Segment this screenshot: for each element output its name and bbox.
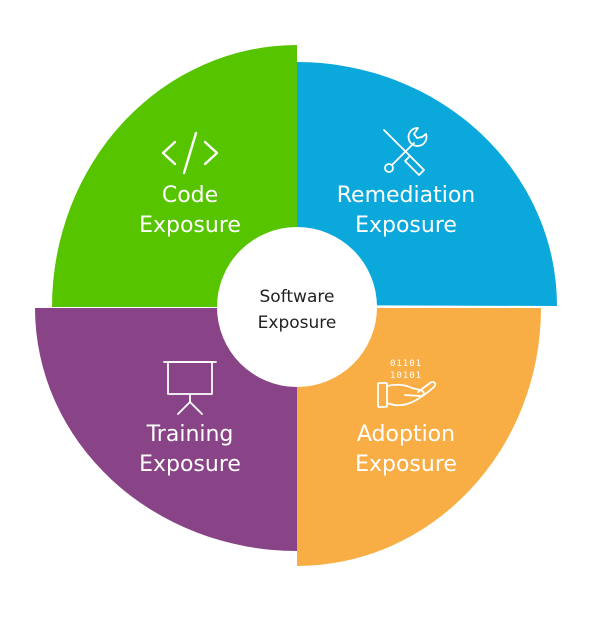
- quadrant-adoption: [297, 308, 541, 566]
- quadrant-training: [35, 308, 297, 551]
- remediation-label-line1: Remediation: [337, 183, 476, 208]
- projector-screen-icon: [163, 361, 217, 415]
- hand-binary-icon: 01101 10101: [377, 359, 437, 408]
- binary-row-1: 01101: [390, 359, 422, 369]
- adoption-label-line1: Adoption: [357, 422, 455, 447]
- training-label-line2: Exposure: [139, 452, 241, 477]
- quadrant-code: [52, 45, 297, 307]
- training-label-line1: Training: [146, 422, 234, 447]
- tools-icon: [383, 127, 428, 176]
- center-label-line2: Exposure: [258, 313, 337, 333]
- code-label-line1: Code: [162, 183, 218, 208]
- binary-row-2: 10101: [390, 371, 422, 381]
- quadrant-remediation: [297, 62, 557, 306]
- adoption-label-line2: Exposure: [355, 452, 457, 477]
- remediation-label-line2: Exposure: [355, 213, 457, 238]
- center-label-line1: Software: [260, 287, 335, 307]
- code-label-line2: Exposure: [139, 213, 241, 238]
- code-icon: [161, 131, 219, 175]
- center-circle: [217, 227, 377, 387]
